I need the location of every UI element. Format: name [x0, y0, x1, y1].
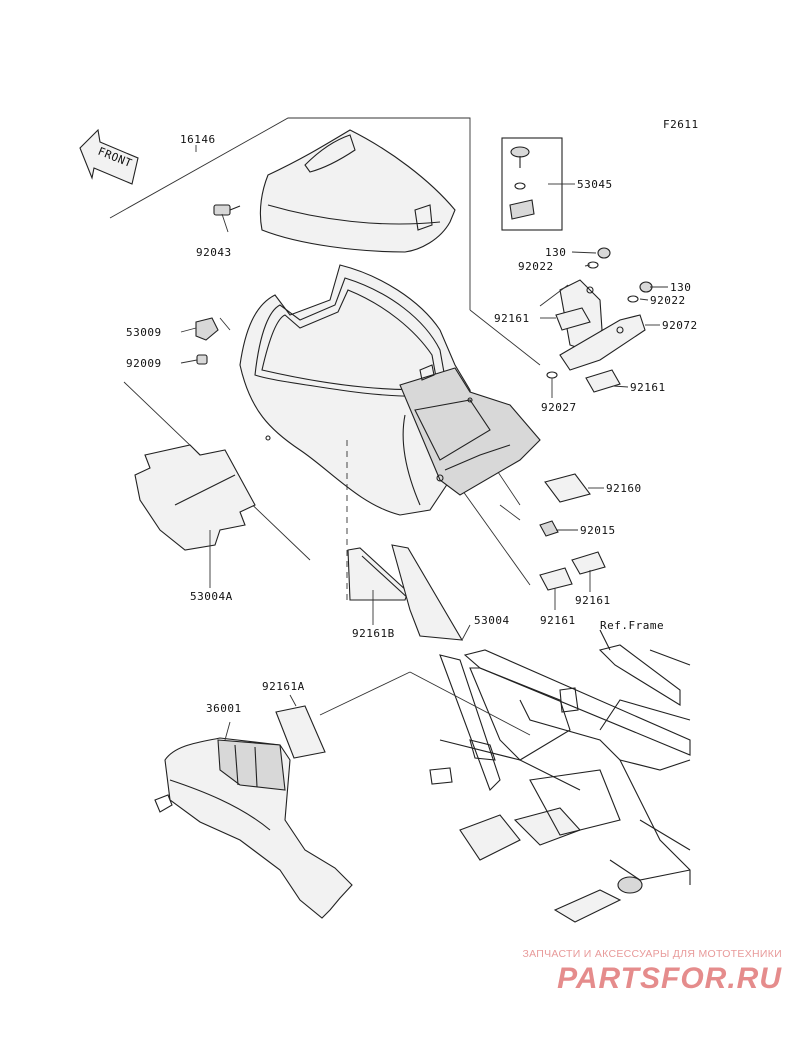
label-ref-frame: Ref.Frame	[600, 619, 664, 632]
frame-reference-part	[429, 629, 691, 923]
label-92160: 92160	[606, 482, 642, 495]
front-arrow-icon: FRONT	[79, 128, 139, 185]
pad-92160-part	[544, 473, 591, 503]
pad-92161A-part	[275, 705, 326, 759]
pad-92161-upper-part	[555, 307, 591, 331]
pad-92161-lower-right-part	[571, 551, 606, 575]
label-53045: 53045	[577, 178, 613, 191]
watermark-logo: PARTSFOR.RU	[557, 962, 782, 995]
label-92161-lower-right: 92161	[575, 594, 611, 607]
watermark-tagline: ЗАПЧАСТИ И АКСЕССУАРЫ ДЛЯ МОТОТЕХНИКИ	[522, 948, 782, 960]
label-92027: 92027	[541, 401, 577, 414]
label-53004A: 53004A	[190, 590, 233, 603]
nut-92009-icon	[196, 354, 208, 365]
pad-92161-right-part	[585, 369, 621, 393]
label-92161-upper: 92161	[494, 312, 530, 325]
label-16146: 16146	[180, 133, 216, 146]
pad-92161-lower-left-part	[539, 567, 573, 591]
leader-lines	[180, 183, 668, 741]
label-130a: 130	[545, 246, 566, 259]
bolt-130a-icon	[597, 247, 611, 259]
label-36001: 36001	[206, 702, 242, 715]
label-53009: 53009	[126, 326, 162, 339]
upper-cowl-part	[259, 129, 456, 253]
bracket-53009-icon	[195, 317, 219, 341]
fastener-kit-53045-part	[501, 137, 563, 231]
label-92161-right: 92161	[630, 381, 666, 394]
washer-92022b-icon	[627, 295, 639, 303]
label-92022a: 92022	[518, 260, 554, 273]
label-53004: 53004	[474, 614, 510, 627]
bolt-92043-icon	[213, 204, 241, 216]
figure-code: F2611	[663, 118, 699, 131]
label-92009: 92009	[126, 357, 162, 370]
label-130b: 130	[670, 281, 691, 294]
part-labels: 16146 92043 53009 92009 53004A 92161B 53…	[126, 133, 698, 715]
label-92072: 92072	[662, 319, 698, 332]
label-92015: 92015	[580, 524, 616, 537]
label-92022b: 92022	[650, 294, 686, 307]
washer-92027-icon	[546, 371, 558, 379]
label-92161-lower-left: 92161	[540, 614, 576, 627]
label-92161A: 92161A	[262, 680, 305, 693]
label-92043: 92043	[196, 246, 232, 259]
clip-92015-icon	[539, 520, 559, 537]
main-fairing-part	[239, 264, 541, 516]
pad-53004-part	[391, 544, 464, 641]
duct-36001-part	[154, 737, 353, 919]
pad-53004A-part	[134, 444, 256, 551]
label-92161B: 92161B	[352, 627, 395, 640]
